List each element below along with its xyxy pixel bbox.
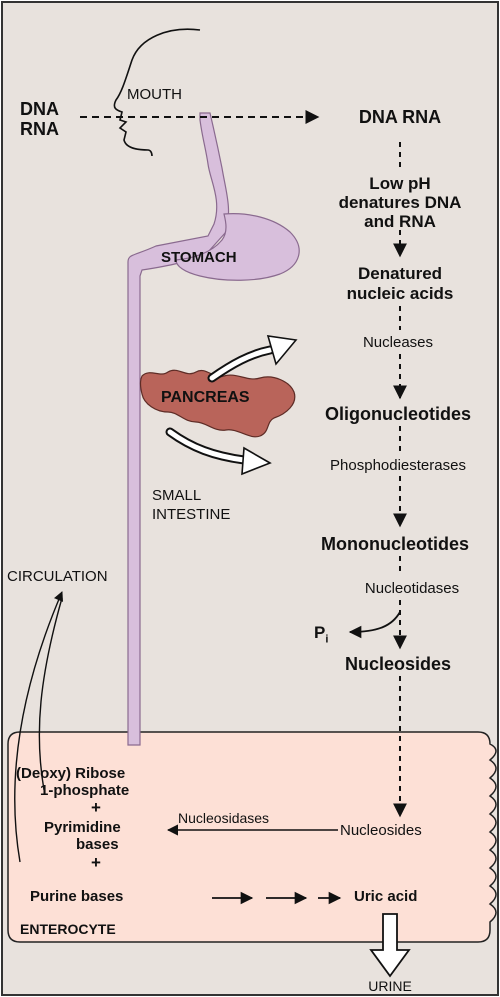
circulation-arrow-outer [14,591,64,863]
plus-sign-1: + [91,798,101,817]
deoxyribose-label-line2: 1-phosphate [40,782,130,799]
plus-sign-2: + [91,853,101,872]
oligonucleotides-label: Oligonucleotides [324,404,472,424]
denatured-label-line2: nucleic acids [346,284,454,303]
deoxyribose-label-line1: (Deoxy) Ribose [16,765,126,782]
pi-label: Pi [314,623,328,646]
enterocyte-cell [7,731,497,943]
phosphodiesterases-label: Phosphodiesterases [330,457,466,474]
pyrimidine-label-line1: Pyrimidine [44,819,121,836]
nucleosidases-label: Nucleosidases [178,810,270,826]
stomach-label: STOMACH [161,249,237,266]
urine-label: URINE [368,978,412,994]
urine-arrow [369,913,411,978]
head-profile [113,28,201,157]
stomach [175,213,300,281]
pancreas [139,369,296,438]
pancreas-secretion-arrow-upper [207,335,298,383]
nucleosides-label: Nucleosides [344,654,452,674]
uric-acid-label: Uric acid [354,888,418,905]
circulation-arrow-inner [38,597,63,791]
small-intestine-label-line2: INTESTINE [152,506,231,523]
pancreas-secretion-arrow-lower [165,427,272,476]
pi-label-main: P [314,623,326,642]
low-ph-label-line2: denatures DNA [338,193,462,212]
purine-bases-label: Purine bases [30,888,124,905]
enterocyte-nucleosides-label: Nucleosides [340,822,422,839]
low-ph-label-line1: Low pH [369,174,431,193]
small-intestine-label-line1: SMALL [152,487,202,504]
dna-rna-label: DNA RNA [358,107,442,127]
mononucleotides-label: Mononucleotides [321,534,469,554]
pi-label-sub: i [325,633,329,646]
denatured-label-line1: Denatured [357,264,443,283]
rna-label: RNA [20,119,59,139]
nucleases-label: Nucleases [362,334,434,351]
enterocyte-label: ENTEROCYTE [20,921,116,937]
dna-label: DNA [20,99,59,119]
low-ph-label-line3: and RNA [364,212,436,231]
pi-release-arrow [348,611,401,639]
circulation-label: CIRCULATION [7,568,108,585]
nucleotidases-label: Nucleotidases [364,580,460,597]
pancreas-label: PANCREAS [161,389,250,406]
pyrimidine-label-line2: bases [76,836,119,853]
mouth-label: MOUTH [127,86,182,103]
